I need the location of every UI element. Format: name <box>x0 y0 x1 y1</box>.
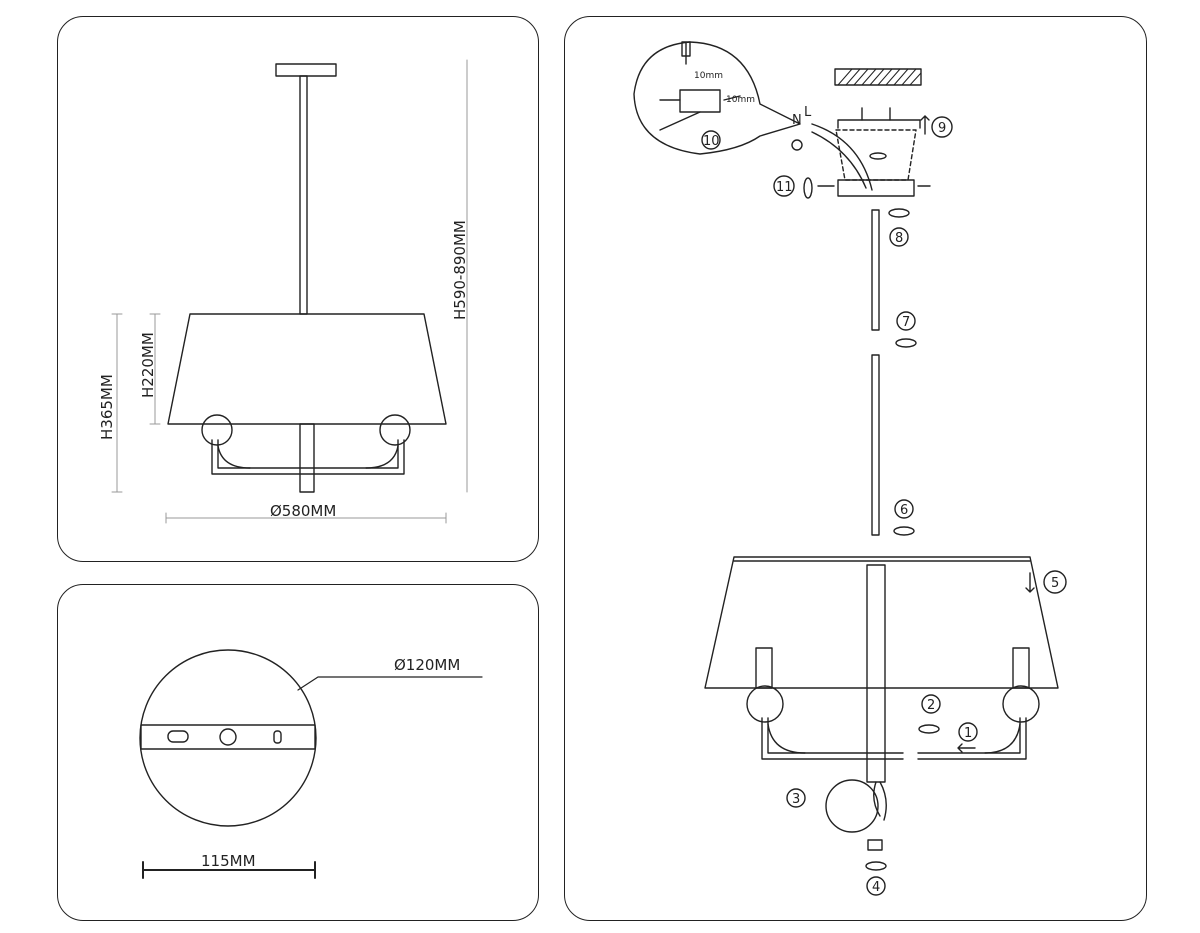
canopy-drawing: Ø120MM 115MM <box>139 649 483 879</box>
diameter-label: Ø580MM <box>270 502 336 520</box>
shade-stem <box>866 564 886 783</box>
screw-hole <box>273 730 282 744</box>
bulb-left <box>201 414 233 446</box>
step-2-label: 2 <box>927 698 935 713</box>
bulb-right <box>379 414 411 446</box>
lamp-dimension-drawing: H590-890MM H220MM H365MM Ø580MM <box>98 59 469 524</box>
bottom-nut <box>867 839 883 851</box>
step-10-label: 10 <box>703 134 720 149</box>
wire-label-l: L <box>804 105 812 120</box>
step-9-label: 9 <box>938 121 946 136</box>
canopy-circle <box>139 649 317 827</box>
mounting-bar <box>140 724 316 750</box>
assembly-drawing <box>633 41 1067 896</box>
rod-segment-middle <box>871 354 880 536</box>
step-markers <box>701 116 1067 896</box>
detail-wires <box>659 95 741 131</box>
assembly-frame-arcs <box>767 723 1021 754</box>
center-hole <box>219 728 237 746</box>
assembly-bulb-right <box>1002 685 1040 723</box>
wiring-detail-bubble <box>633 41 801 155</box>
socket-right <box>1012 647 1030 689</box>
wire-label-n: N <box>792 113 802 128</box>
assembly-panel <box>564 16 1147 921</box>
strip-length-a: 10mm <box>694 71 723 81</box>
lower-frame <box>211 439 405 475</box>
leader-line <box>297 676 483 691</box>
step-4-label: 4 <box>872 880 880 895</box>
step-3-label: 3 <box>792 792 800 807</box>
wires <box>811 123 873 191</box>
frame-arcs <box>217 445 399 469</box>
slot-hole <box>167 730 189 743</box>
step-7-label: 7 <box>902 315 910 330</box>
strip-length-b: 10mm <box>726 95 755 105</box>
connector-detail <box>825 779 879 833</box>
assembly-bulb-left <box>746 685 784 723</box>
step-1-label: 1 <box>964 726 972 741</box>
step-5-label: 5 <box>1051 576 1059 591</box>
canopy-base <box>837 179 915 197</box>
body-height-label: H365MM <box>98 374 116 440</box>
dimensions-panel <box>57 16 539 562</box>
mount-width-label: 115MM <box>201 852 256 870</box>
socket-left <box>755 647 773 689</box>
mounting-bracket <box>837 119 921 129</box>
lamp-shade <box>167 313 447 425</box>
bottom-wires <box>873 781 887 821</box>
step-6-label: 6 <box>900 503 908 518</box>
step-8-label: 8 <box>895 231 903 246</box>
shade-height-label: H220MM <box>139 332 157 398</box>
dimension-lines <box>111 59 468 524</box>
ceiling-hatch <box>837 68 922 86</box>
rotation-arrows <box>803 152 940 871</box>
step-11-label: 11 <box>776 180 793 195</box>
mount-dimension-line <box>142 861 316 879</box>
assembly-shade <box>704 556 1059 689</box>
suspension-rod <box>299 75 308 315</box>
terminal-block <box>679 89 721 113</box>
canopy-diameter-label: Ø120MM <box>394 656 460 674</box>
assembly-frame <box>761 717 1027 760</box>
center-stem <box>299 423 315 493</box>
screwdriver <box>681 41 691 65</box>
rod-segment-top <box>871 209 880 331</box>
ceiling-canopy <box>275 63 337 77</box>
step-numbers: 1 2 3 4 5 6 7 8 9 10 11 N L 10mm 10mm <box>694 71 1059 895</box>
total-height-label: H590-890MM <box>451 220 469 320</box>
direction-arrows <box>920 115 1035 753</box>
ceiling-screws <box>861 107 891 121</box>
assembly-canopy <box>835 129 917 181</box>
canopy-panel <box>57 584 539 921</box>
ground-terminal <box>791 139 803 151</box>
